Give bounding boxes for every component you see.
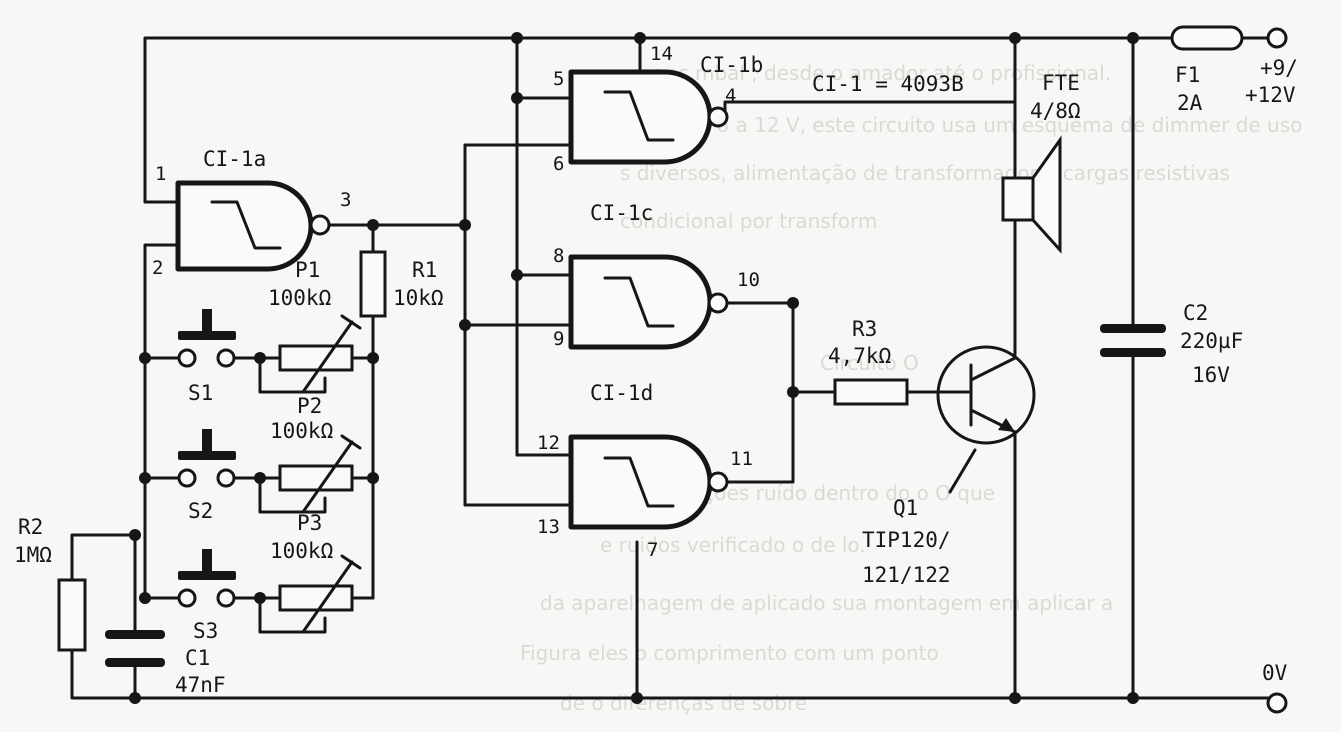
pin-1: 1: [155, 163, 166, 185]
pin-14: 14: [650, 43, 673, 65]
bleed-line-4: condicional por transform: [620, 209, 877, 233]
bleed-line-9: Figura eles o comprimento com um ponto: [520, 641, 939, 665]
bleed-line-3: s diversos, alimentação de transformador…: [620, 161, 1230, 185]
gate-b-label: CI-1b: [700, 53, 763, 77]
gate-d-label: CI-1d: [590, 381, 653, 405]
r2-ref: R2: [18, 515, 43, 539]
gate-a-label: CI-1a: [203, 147, 266, 171]
r3-ref: R3: [852, 317, 877, 341]
p2-value: 100kΩ: [270, 419, 333, 443]
gate-ci-1d: [568, 434, 729, 530]
supply-label-2: +12V: [1245, 83, 1296, 107]
resistor-r3: [833, 378, 909, 406]
gate-ci-1c: [568, 254, 729, 350]
r3-value: 4,7kΩ: [828, 344, 891, 368]
pin-2: 2: [152, 257, 163, 279]
c2-ref: C2: [1183, 301, 1208, 325]
junction-dots: [129, 32, 1139, 704]
pin-13: 13: [537, 516, 560, 538]
transistor-q1: [936, 345, 1036, 494]
capacitor-c1: [105, 630, 165, 667]
fuse-ref: F1: [1175, 63, 1200, 87]
pushbutton-s2: [177, 429, 236, 488]
c2-voltage: 16V: [1192, 363, 1230, 387]
terminal-ground: [1266, 692, 1288, 714]
pin-11: 11: [730, 448, 753, 470]
p2-ref: P2: [297, 394, 322, 418]
labels: CI-1 = 4093B CI-1a CI-1b CI-1c CI-1d 1 2…: [14, 43, 1298, 697]
speaker-ref: FTE: [1042, 71, 1080, 95]
gate-c-label: CI-1c: [590, 201, 653, 225]
pin-3: 3: [340, 189, 351, 211]
bleed-line-10: de o diferenças de sobre: [560, 691, 807, 715]
resistor-r1: [359, 250, 387, 318]
q1-part-1: TIP120/: [862, 528, 951, 552]
s3-ref: S3: [193, 619, 218, 643]
pin-7: 7: [647, 539, 658, 561]
speaker-icon: [1001, 135, 1062, 254]
pin-10: 10: [737, 269, 760, 291]
ground-label: 0V: [1262, 661, 1288, 685]
p3-ref: P3: [297, 511, 322, 535]
speaker-value: 4/8Ω: [1030, 99, 1081, 123]
pin-8: 8: [553, 245, 564, 267]
gate-ci-1a: [175, 180, 331, 272]
c2-value: 220µF: [1180, 329, 1243, 353]
q1-part-2: 121/122: [862, 563, 951, 587]
potentiometer-p3: [278, 554, 362, 634]
s1-ref: S1: [188, 381, 213, 405]
supply-label-1: +9/: [1260, 56, 1298, 80]
pushbutton-s1: [177, 309, 236, 368]
fuse-value: 2A: [1177, 91, 1203, 115]
ic-title: CI-1 = 4093B: [812, 72, 964, 96]
r2-value: 1MΩ: [14, 543, 52, 567]
r1-ref: R1: [412, 258, 437, 282]
pin-5: 5: [553, 68, 564, 90]
pin-12: 12: [537, 432, 560, 454]
p3-value: 100kΩ: [270, 539, 333, 563]
c1-value: 47nF: [175, 673, 226, 697]
potentiometer-p1: [278, 314, 362, 394]
bleed-line-1: nanc mbal , desde o amador até o profiss…: [640, 61, 1111, 85]
wires: [70, 36, 1270, 700]
bleed-line-8: da aparelhagem de aplicado sua montagem …: [540, 591, 1113, 615]
c1-ref: C1: [185, 646, 210, 670]
terminal-positive: [1266, 27, 1288, 49]
potentiometer-p2: [278, 434, 362, 514]
pushbutton-s3: [177, 549, 236, 608]
p1-value: 100kΩ: [268, 286, 331, 310]
pin-4: 4: [725, 85, 736, 107]
p1-ref: P1: [295, 258, 320, 282]
pin-6: 6: [553, 153, 564, 175]
bleed-line-5: Circuito O: [820, 351, 919, 375]
capacitor-c2: [1100, 324, 1166, 357]
gate-ci-1b: [568, 69, 729, 165]
q1-ref: Q1: [893, 496, 918, 520]
resistor-r2: [57, 578, 87, 652]
pin-9: 9: [553, 328, 564, 350]
fuse-f1: [1170, 25, 1244, 51]
r1-value: 10kΩ: [393, 286, 444, 310]
s2-ref: S2: [188, 499, 213, 523]
bleed-line-7: e ruidos verificado o de lo.: [600, 533, 866, 557]
